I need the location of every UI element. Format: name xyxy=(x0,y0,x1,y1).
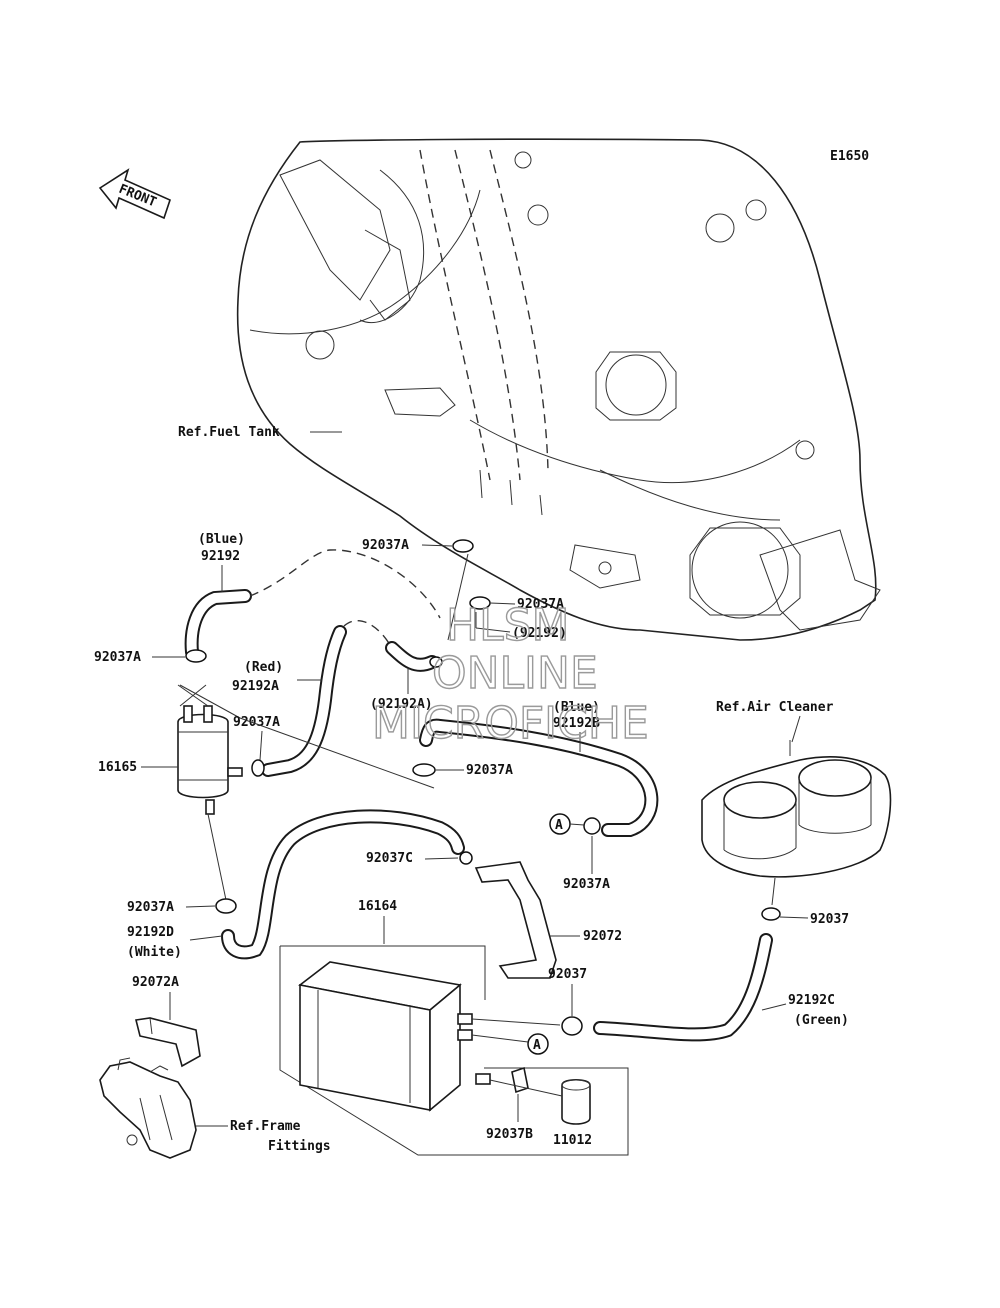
air-cleaner xyxy=(701,740,892,878)
clamp-92037-canister-label: 92037 xyxy=(548,967,587,982)
clamp-a-right xyxy=(583,817,601,835)
hose-92192d-label: 92192D xyxy=(127,925,174,940)
marker-a-lower: A xyxy=(527,1033,549,1055)
marker-a-lower-label: A xyxy=(533,1038,541,1053)
frame-fittings xyxy=(99,1057,197,1159)
filter-label: 16165 xyxy=(98,760,137,775)
clamp-mid xyxy=(412,763,436,777)
hose-92192c-label: 92192C xyxy=(788,993,835,1008)
hose-92192b-color: (Blue) xyxy=(553,700,600,715)
clamp-c-label: 92037C xyxy=(366,851,413,866)
bracket-a-label: 92072A xyxy=(132,975,179,990)
canister-16164 xyxy=(298,961,491,1112)
clamp-top-center-label: 92037A xyxy=(362,538,409,553)
hose-92192b xyxy=(419,718,659,837)
clamp-left xyxy=(185,649,207,663)
clamp-92037-right xyxy=(761,907,781,921)
hose-92192c xyxy=(593,933,773,1042)
bracket-92072 xyxy=(474,861,557,979)
front-arrow-icon: FRONT xyxy=(98,168,171,220)
clamp-bottom-left-label: 92037A xyxy=(127,900,174,915)
watermark-line-3: MICROFICHE xyxy=(372,698,649,749)
bracket-label: 92072 xyxy=(583,929,622,944)
clamp-a-right-label: 92037A xyxy=(563,877,610,892)
hose-92192a xyxy=(261,620,443,777)
hose-92192a-label: 92192A xyxy=(232,679,279,694)
hose-92192 xyxy=(184,549,441,659)
hose-92192b-label: 92192B xyxy=(553,716,600,731)
cap-label: 11012 xyxy=(553,1133,592,1148)
clamp-bottom-left xyxy=(215,898,237,914)
clamp-filter-right-label: 92037A xyxy=(233,715,280,730)
hose-92192d xyxy=(221,809,465,960)
watermark-line-1: HLSM xyxy=(446,600,570,651)
hose-92192a-paren: (92192A) xyxy=(370,697,433,712)
air-cleaner-callout: Ref.Air Cleaner xyxy=(716,700,834,715)
clamp-c xyxy=(459,851,473,865)
hose-92192-color: (Blue) xyxy=(198,532,245,547)
fuel-tank-callout: Ref.Fuel Tank xyxy=(178,425,280,440)
clamp-filter-right xyxy=(251,759,265,777)
canister-label: 16164 xyxy=(358,899,397,914)
frame-fittings-callout-1: Ref.Frame xyxy=(230,1119,301,1134)
watermark: HLSM ONLINE MICROFICHE xyxy=(371,599,649,749)
hose-92192a-color: (Red) xyxy=(244,660,283,675)
diagram-code: E1650 xyxy=(830,149,869,164)
marker-a-upper: A xyxy=(549,813,571,835)
clamp-mid-label: 92037A xyxy=(466,763,513,778)
clamp-left-label: 92037A xyxy=(94,650,141,665)
clamp-b-label: 92037B xyxy=(486,1127,533,1142)
clamp-92037-canister xyxy=(561,1016,583,1036)
hose-92192-right-label: (92192) xyxy=(512,626,567,641)
fuel-filter-16165 xyxy=(177,684,243,815)
cap-11012 xyxy=(561,1078,591,1125)
clamp-top-center xyxy=(452,539,474,553)
fuel-tank xyxy=(236,138,881,641)
clamp-92037-right-label: 92037 xyxy=(810,912,849,927)
watermark-line-2: ONLINE xyxy=(432,648,598,699)
marker-a-upper-label: A xyxy=(555,818,563,833)
hose-92192c-color: (Green) xyxy=(794,1013,849,1028)
bracket-92072a xyxy=(135,1017,201,1068)
hose-92192-label: 92192 xyxy=(201,549,240,564)
hose-92192d-color: (White) xyxy=(127,945,182,960)
clamp-top-right-label: 92037A xyxy=(517,597,564,612)
frame-fittings-callout-2: Fittings xyxy=(268,1139,331,1154)
